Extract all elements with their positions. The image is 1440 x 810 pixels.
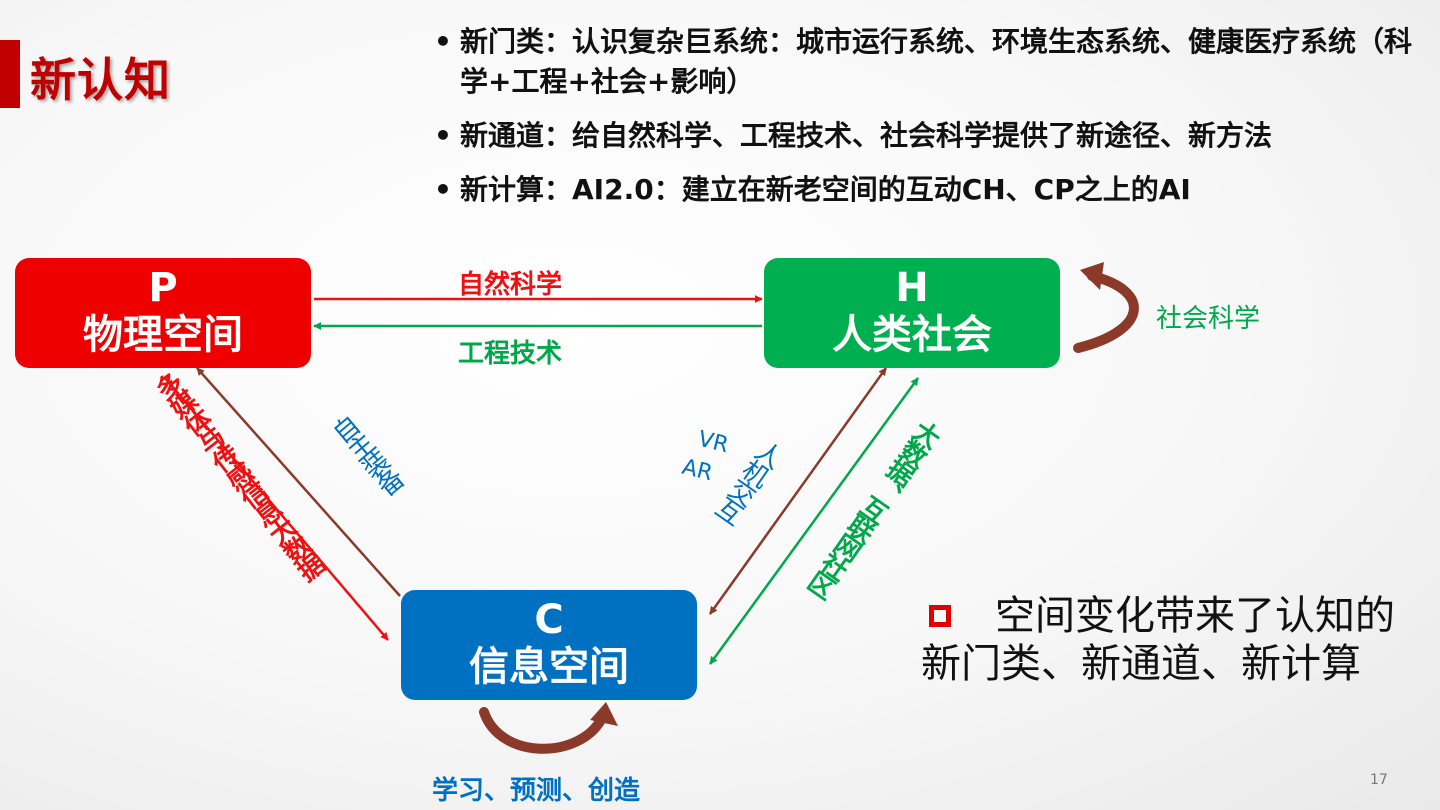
node-human-society: H 人类社会 — [764, 258, 1060, 368]
summary-text: 空间变化带来了认知的 新门类、新通道、新计算 — [921, 592, 1431, 688]
arrow-c-to-p — [196, 367, 401, 597]
node-letter: H — [895, 265, 929, 311]
loop-c-self — [479, 707, 607, 754]
node-label: 人类社会 — [832, 312, 992, 358]
node-letter: C — [534, 597, 564, 643]
node-label: 信息空间 — [469, 644, 629, 690]
arrow-h-to-c — [708, 377, 920, 665]
summary-line-2: 新门类、新通道、新计算 — [921, 641, 1361, 687]
node-label: 物理空间 — [83, 312, 243, 358]
edge-label-learn-predict-create: 学习、预测、创造 — [432, 776, 641, 806]
summary-line-1: 空间变化带来了认知的 — [921, 592, 1431, 640]
loop-h-self-head — [1080, 262, 1104, 290]
arrow-p-to-c — [164, 377, 389, 641]
loop-h-self — [1073, 271, 1139, 353]
bullet-item: 新计算：AI2.0：建立在新老空间的互动CH、CP之上的AI — [432, 170, 1435, 210]
summary-line-1-text: 空间变化带来了认知的 — [995, 593, 1395, 639]
bullet-list: 新门类：认识复杂巨系统：城市运行系统、环境生态系统、健康医疗系统（科学+工程+社… — [432, 22, 1432, 224]
bullet-item: 新门类：认识复杂巨系统：城市运行系统、环境生态系统、健康医疗系统（科学+工程+社… — [432, 22, 1435, 102]
edge-label-social-science: 社会科学 — [1156, 304, 1261, 334]
page-number: 17 — [1370, 772, 1388, 788]
square-bullet-icon — [929, 605, 951, 627]
bullet-item: 新通道：给自然科学、工程技术、社会科学提供了新途径、新方法 — [432, 116, 1435, 156]
node-letter: P — [148, 265, 178, 311]
loop-c-self-head — [590, 702, 618, 726]
slide-title: 新认知 — [30, 53, 171, 107]
edge-label-natural-science: 自然科学 — [458, 270, 563, 300]
edge-label-engineering: 工程技术 — [458, 339, 563, 369]
node-physical-space: P 物理空间 — [15, 258, 311, 368]
title-accent-bar — [0, 40, 20, 108]
node-information-space: C 信息空间 — [401, 590, 697, 700]
